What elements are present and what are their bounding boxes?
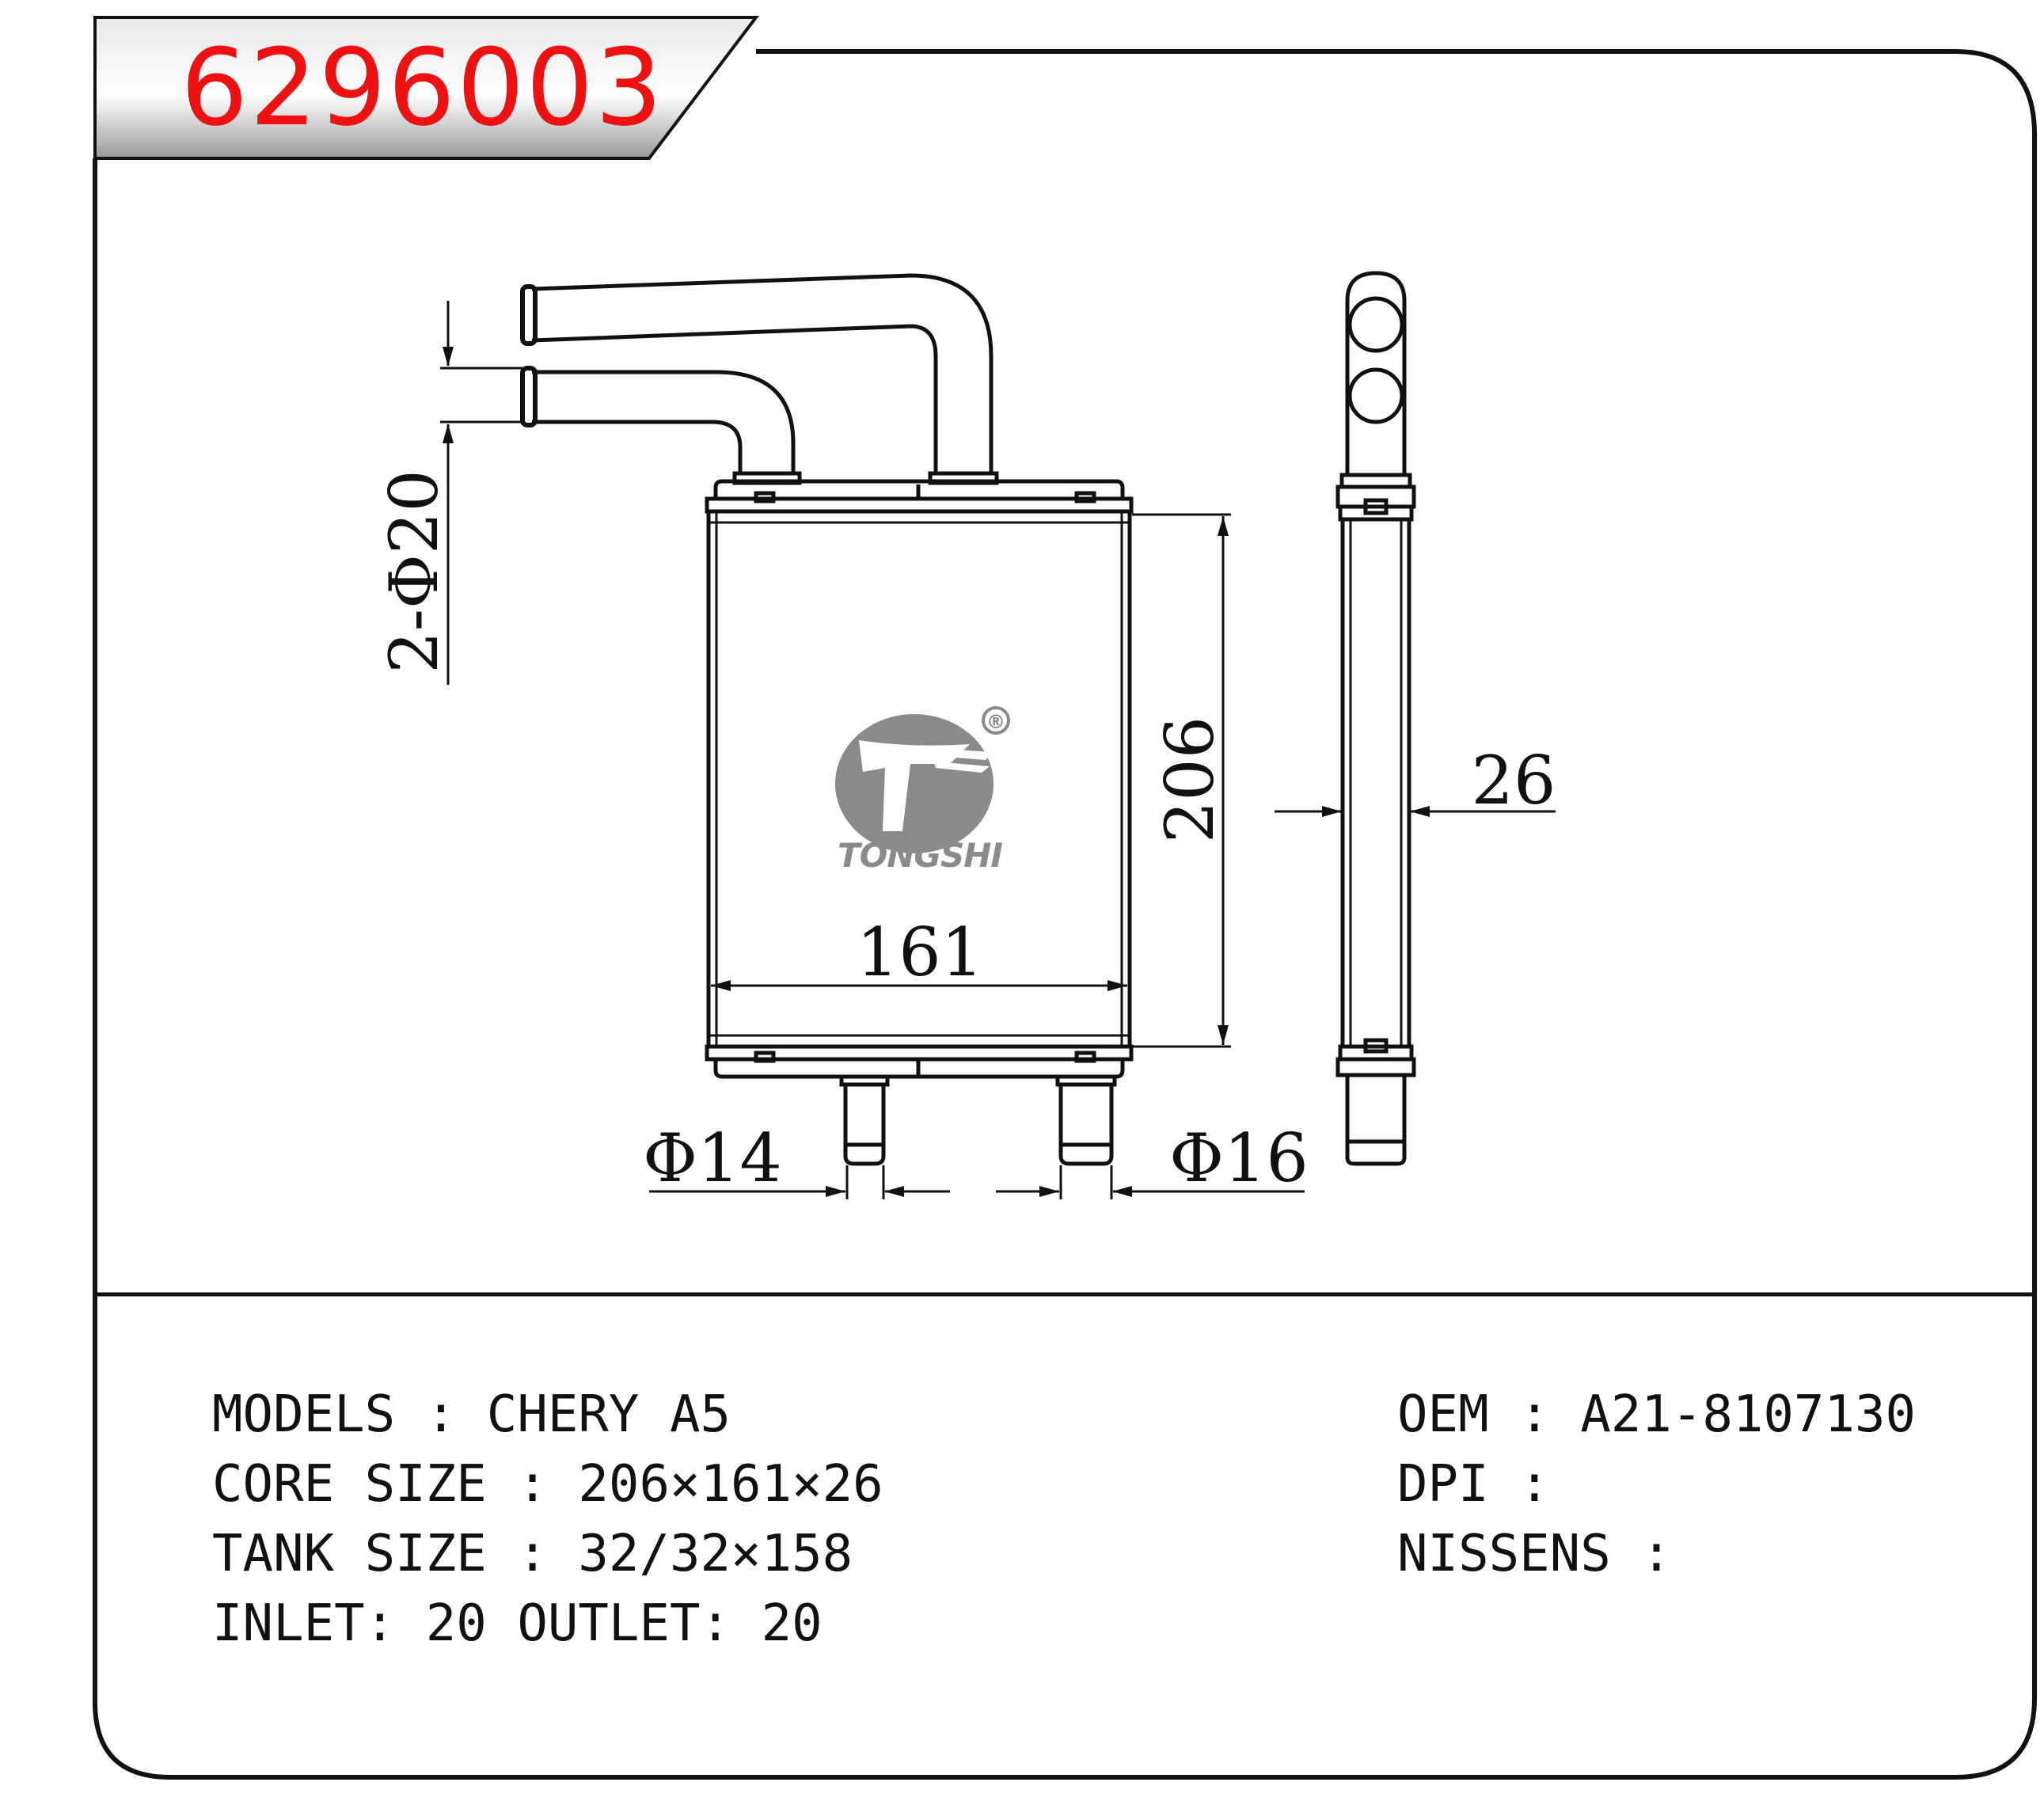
spec-core-size: CORE SIZE : 206×161×26 (212, 1455, 883, 1514)
part-code: 6296003 (180, 26, 664, 150)
dimension-lines (440, 301, 1556, 1199)
core-height-label: 206 (1151, 716, 1229, 843)
front-view (520, 273, 1134, 1166)
logo-emblem (835, 714, 994, 853)
tongshi-logo: ® TONGSHI (835, 706, 1010, 875)
spec-dpi: DPI : (1397, 1455, 1550, 1514)
sheet-border (93, 49, 2037, 1780)
outlet-left-diameter-label: Φ14 (643, 1119, 782, 1197)
side-view (1335, 271, 1416, 1166)
brand-name: TONGSHI (838, 836, 1002, 875)
thickness-label: 26 (1472, 742, 1556, 819)
spec-inlet-outlet: INLET: 20 OUTLET: 20 (212, 1594, 823, 1653)
outlet-right-diameter-label: Φ16 (1169, 1119, 1309, 1197)
registered-mark: ® (986, 711, 1005, 733)
part-code-tab (93, 16, 760, 160)
spec-models: MODELS : CHERY A5 (212, 1385, 731, 1444)
spec-tank-size: TANK SIZE : 32/32×158 (212, 1525, 853, 1583)
spec-oem: OEM : A21-8107130 (1397, 1385, 1917, 1444)
spec-nissens: NISSENS : (1397, 1525, 1672, 1583)
registered-mark-circle (982, 706, 1010, 735)
core-width-label: 161 (857, 914, 983, 991)
pipe-diameter-label: 2-Φ20 (375, 469, 453, 674)
